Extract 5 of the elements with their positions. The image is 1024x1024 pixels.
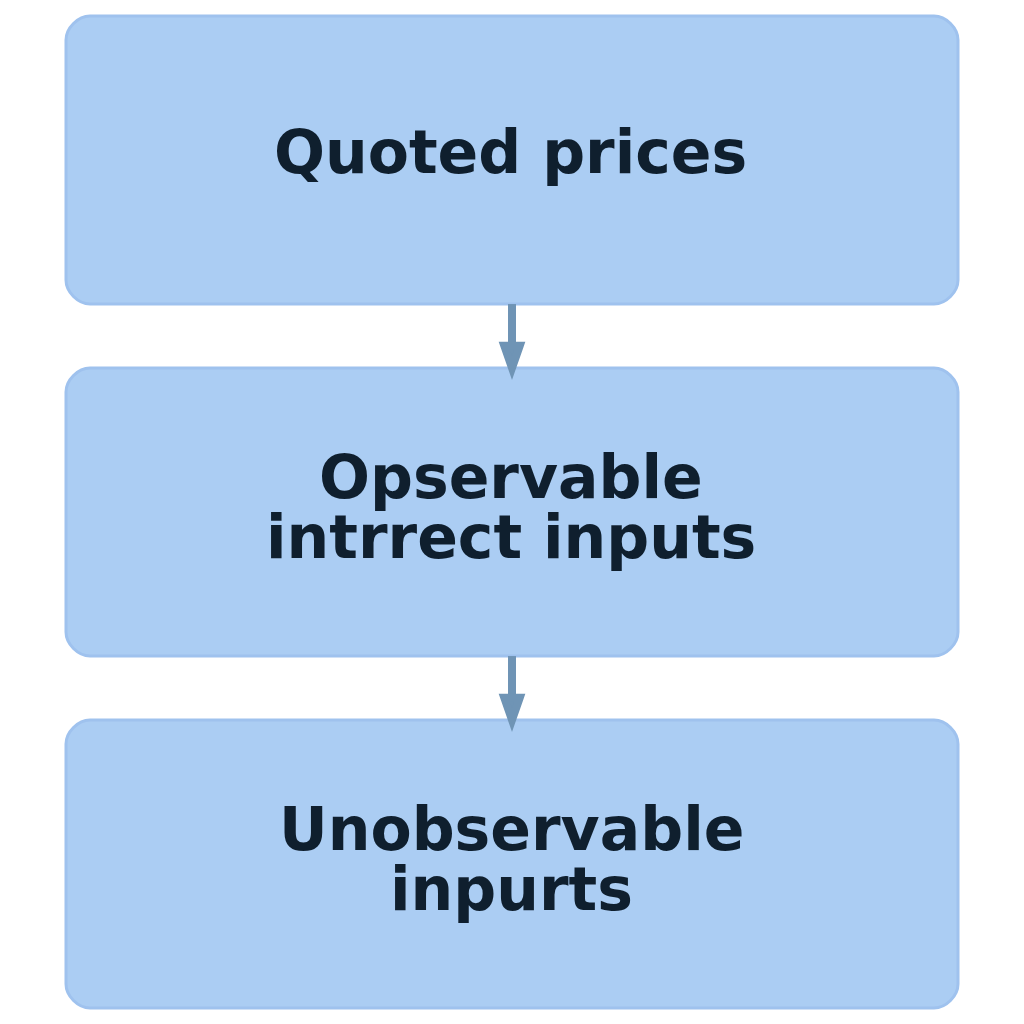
arrow (498, 656, 526, 732)
arrow (498, 304, 526, 380)
node-box: Opservable intrrect inputs (64, 366, 960, 658)
node-box: Unobservable inpurts (64, 718, 960, 1010)
node-box: Quoted prices (64, 14, 960, 306)
